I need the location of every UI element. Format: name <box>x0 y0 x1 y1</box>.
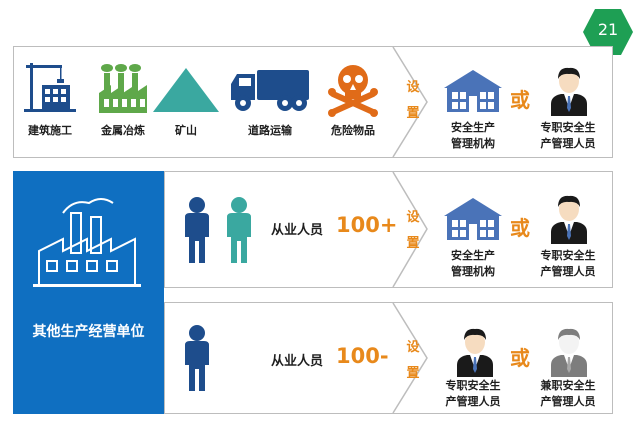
other-units-block <box>13 171 164 414</box>
or-label: 或 <box>510 88 530 112</box>
setup-label: 设置 <box>406 340 420 381</box>
skull-crossbones-icon <box>328 65 378 117</box>
or-label: 或 <box>510 346 530 370</box>
page-number-hexagon <box>583 9 633 55</box>
truck-icon <box>231 70 309 111</box>
industry-label: 矿山 <box>175 124 197 137</box>
page-number: 21 <box>597 20 619 39</box>
setup-label: 设置 <box>406 210 420 251</box>
industry-label: 危险物品 <box>331 124 375 137</box>
chevron-right-icon <box>392 171 428 288</box>
smelter-factory-icon <box>99 64 147 113</box>
person-icon <box>227 197 251 263</box>
mountain-icon <box>153 68 219 112</box>
chevron-right-icon <box>392 302 428 414</box>
other-units-label: 其他生产经营单位 <box>32 324 145 340</box>
option-b-label: 专职安全生 产管理人员 <box>540 121 596 150</box>
option-b-label: 兼职安全生 产管理人员 <box>540 379 596 408</box>
employee-threshold: 100- <box>336 344 389 368</box>
employees-label: 从业人员 <box>271 354 324 369</box>
crane-building-icon <box>24 63 76 112</box>
option-a-label: 专职安全生 产管理人员 <box>445 379 501 408</box>
industry-label: 建筑施工 <box>28 124 72 137</box>
option-a-label: 安全生产 管理机构 <box>451 249 495 278</box>
chevron-right-icon <box>392 46 428 158</box>
option-a-label: 安全生产 管理机构 <box>451 121 495 150</box>
person-icon <box>185 325 209 391</box>
setup-label: 设置 <box>406 80 420 121</box>
employees-label: 从业人员 <box>271 223 324 238</box>
option-b-label: 专职安全生 产管理人员 <box>540 249 596 278</box>
employee-threshold: 100+ <box>336 213 398 237</box>
manager-icon <box>551 67 587 116</box>
management-office-icon <box>444 70 502 112</box>
part-time-manager-icon <box>551 328 587 377</box>
or-label: 或 <box>510 216 530 240</box>
industry-label: 道路运输 <box>248 124 292 137</box>
industry-label: 金属冶炼 <box>101 124 145 137</box>
row3-panel <box>164 302 613 414</box>
management-office-icon <box>444 198 502 240</box>
factory-icon <box>33 198 141 287</box>
manager-icon <box>457 328 493 377</box>
person-icon <box>185 197 209 263</box>
manager-icon <box>551 195 587 244</box>
